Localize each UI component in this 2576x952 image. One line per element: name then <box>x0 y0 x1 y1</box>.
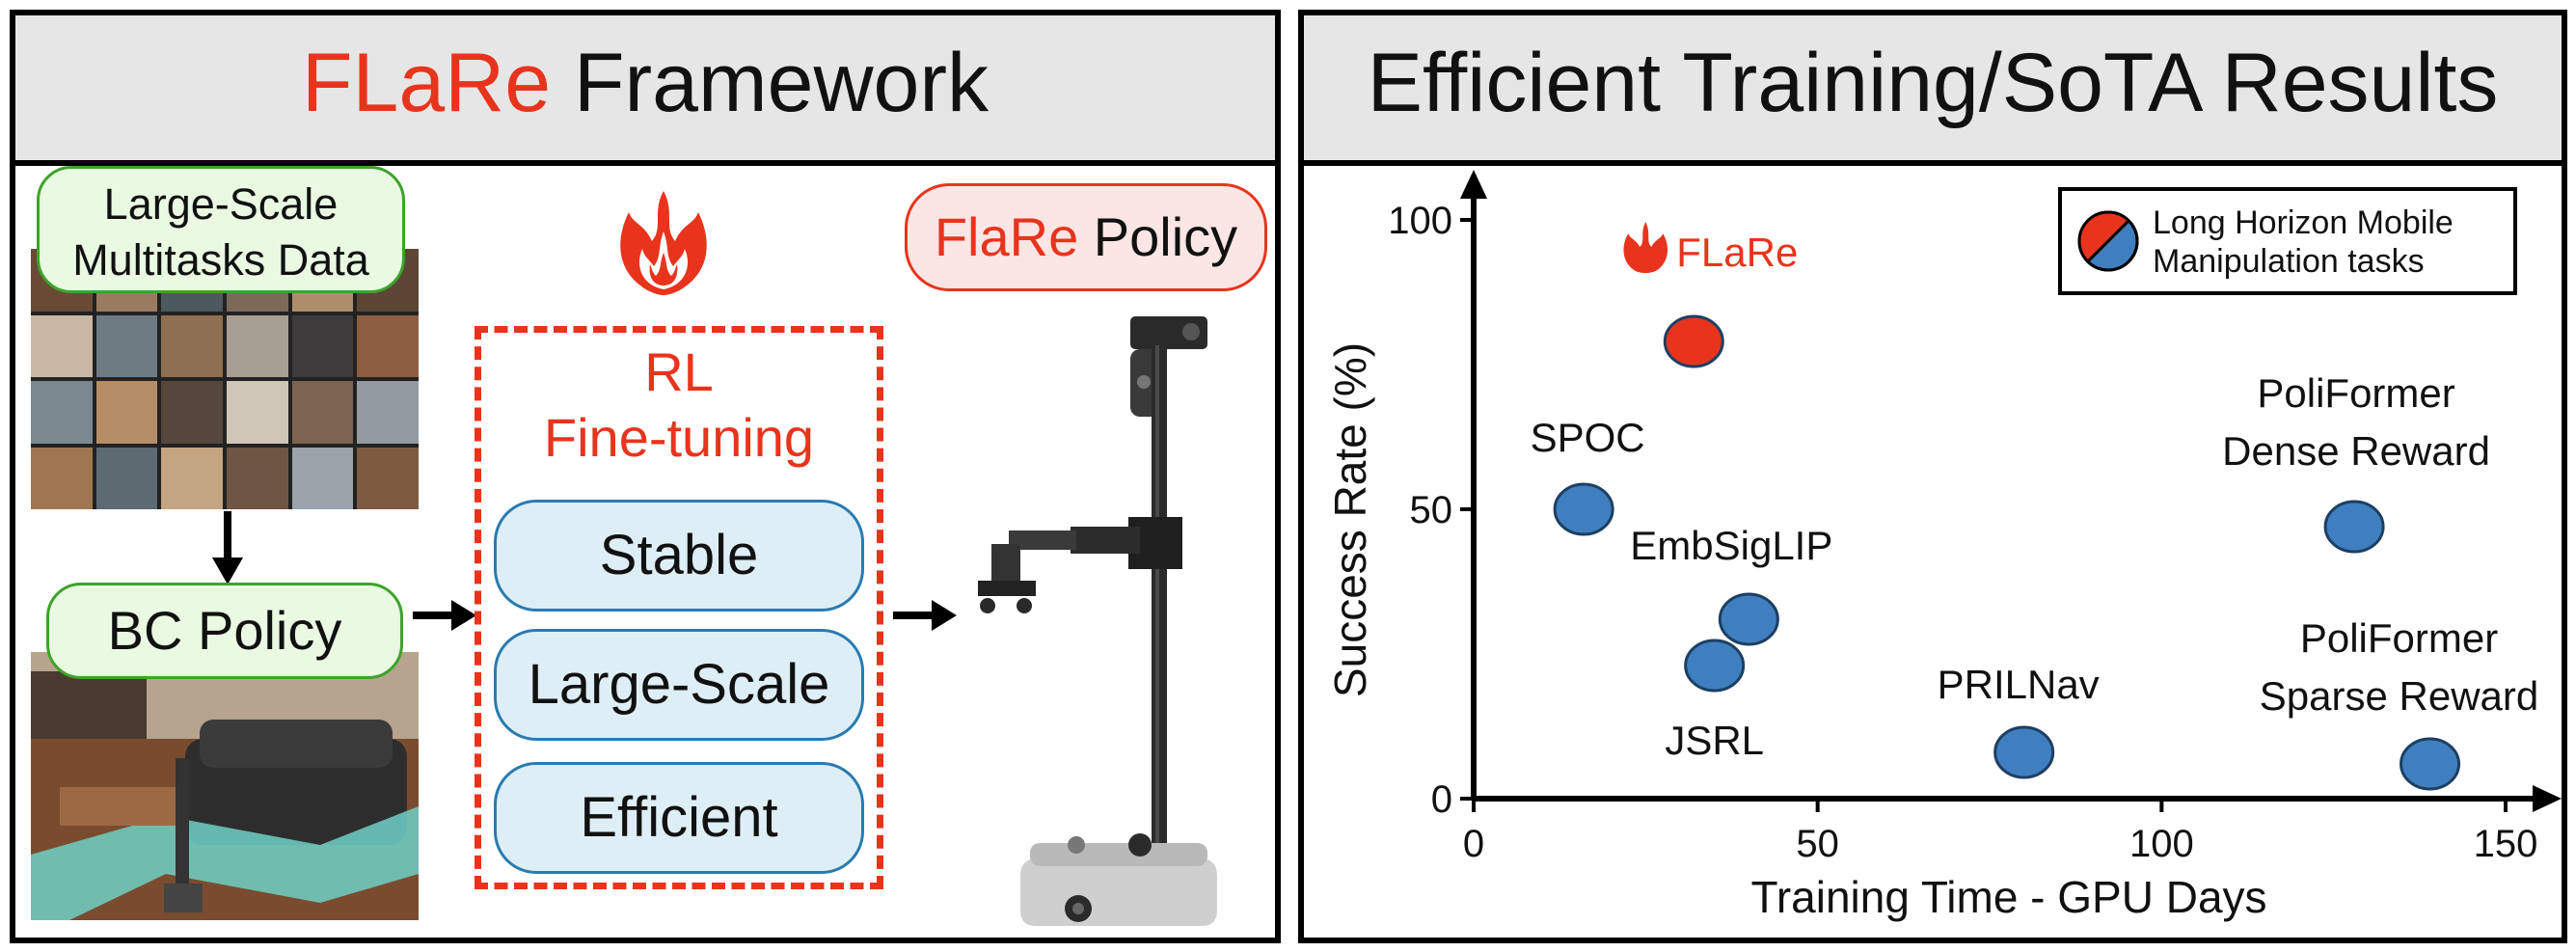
legend-marker-outline <box>2077 210 2139 272</box>
data-point-spoc <box>1553 482 1614 536</box>
framework-title: FLaRe Framework <box>15 15 1275 166</box>
x-axis-label: Training Time - GPU Days <box>1750 872 2266 922</box>
point-label-spoc: SPOC <box>1531 415 1645 460</box>
framework-title-rest: Framework <box>551 37 990 129</box>
x-tick-label: 50 <box>1796 823 1839 865</box>
x-tick-label: 150 <box>2474 823 2538 865</box>
rl-item-large-scale-label: Large-Scale <box>528 653 830 716</box>
bc-scene-image <box>31 652 419 920</box>
robot-illustration <box>978 316 1217 926</box>
x-tick-label: 100 <box>2129 823 2194 865</box>
data-point-jsrl <box>1684 639 1746 693</box>
multitask-data-label: Large-Scale Multitasks Data <box>37 166 405 293</box>
point-label-prilnav: PRILNav <box>1938 662 2100 707</box>
rl-item-large-scale: Large-Scale <box>494 629 864 741</box>
y-tick-label: 0 <box>1431 778 1452 821</box>
point-label-poliformer-sparse-reward-line1: PoliFormer <box>2300 615 2498 661</box>
data-point-flare <box>1663 314 1724 368</box>
y-axis-arrowhead <box>1460 170 1487 199</box>
x-axis-arrowhead <box>2533 785 2562 812</box>
point-label-jsrl: JSRL <box>1665 718 1764 763</box>
framework-title-accent: FLaRe <box>301 37 552 129</box>
y-axis-label: Success Rate (%) <box>1325 342 1375 697</box>
point-label-poliformer-dense-reward-line2: Dense Reward <box>2222 428 2490 474</box>
legend-text-line1: Long Horizon Mobile <box>2153 204 2454 241</box>
results-title-text: Efficient Training/SoTA Results <box>1367 37 2499 129</box>
rl-item-efficient: Efficient <box>494 762 864 874</box>
rl-title-line2: Fine-tuning <box>543 407 815 468</box>
down-arrow-icon <box>212 511 243 585</box>
rl-item-stable: Stable <box>494 500 864 612</box>
point-label-poliformer-dense-reward-line1: PoliFormer <box>2257 370 2454 416</box>
data-point-poliformer-dense-reward <box>2323 500 2385 554</box>
rl-finetuning-box <box>475 326 883 889</box>
right-arrow-icon <box>413 600 476 631</box>
legend-marker-red-half <box>2079 212 2129 262</box>
multitask-data-label-line1: Large-Scale <box>103 179 339 229</box>
legend-text-line2: Manipulation tasks <box>2153 243 2425 280</box>
rl-item-stable-label: Stable <box>599 524 759 586</box>
y-tick-label: 100 <box>1388 200 1452 242</box>
x-tick-label: 0 <box>1463 823 1484 865</box>
right-arrow-icon <box>893 600 957 631</box>
bc-policy-label-text: BC Policy <box>107 600 342 661</box>
results-title: Efficient Training/SoTA Results <box>1304 15 2562 166</box>
multitask-data-label-line2: Multitasks Data <box>72 235 369 285</box>
data-point-prilnav <box>1993 725 2055 779</box>
flare-policy-accent: FlaRe <box>934 206 1079 267</box>
flare-policy-label: FlaRe Policy <box>905 183 1267 291</box>
data-point-poliformer-sparse-reward <box>2400 737 2461 791</box>
y-tick-label: 50 <box>1410 489 1453 531</box>
flare-policy-rest: Policy <box>1078 206 1238 267</box>
rl-title-line1: RL <box>644 341 714 402</box>
flare-flame-icon <box>1623 222 1668 273</box>
rl-item-efficient-label: Efficient <box>580 786 778 849</box>
legend-marker-divider <box>2086 219 2130 263</box>
data-point-embsiglip <box>1718 592 1779 646</box>
results-panel: Efficient Training/SoTA Results <box>1298 10 2567 943</box>
flame-icon <box>620 191 707 295</box>
point-label-poliformer-sparse-reward-line2: Sparse Reward <box>2260 673 2538 719</box>
point-label-embsiglip: EmbSigLIP <box>1630 523 1832 568</box>
bc-policy-label: BC Policy <box>46 583 403 679</box>
rl-finetuning-title: RL Fine-tuning <box>478 340 880 471</box>
point-label-flare: FLaRe <box>1676 230 1798 275</box>
